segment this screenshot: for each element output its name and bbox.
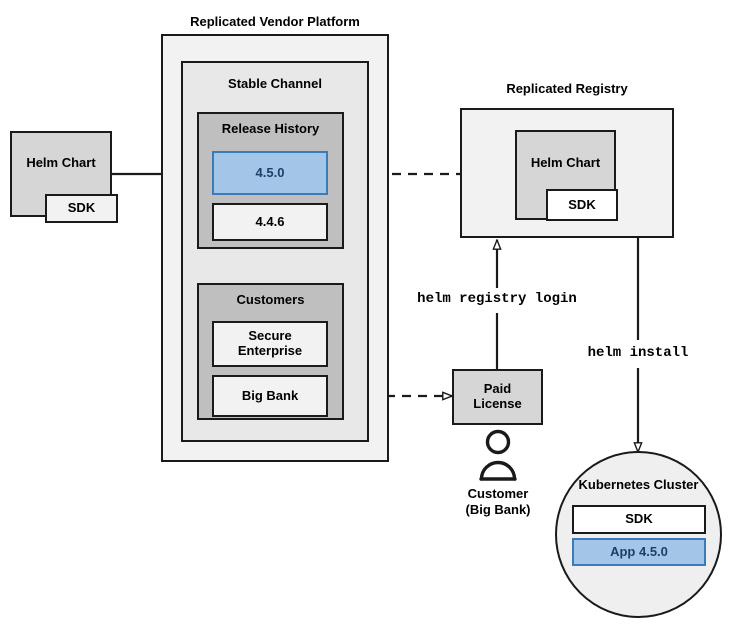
cluster-sdk-box[interactable]: SDK	[572, 505, 706, 534]
paid-license-line2: License	[473, 396, 522, 411]
customer-name-line2: Enterprise	[237, 343, 303, 358]
paid-license-line1: Paid	[483, 381, 512, 397]
release-item-446[interactable]: 4.4.6	[212, 203, 328, 241]
cluster-app-box[interactable]: App 4.5.0	[572, 538, 706, 566]
release-history-label: Release History	[221, 121, 320, 136]
helm-chart-sdk-label: SDK	[67, 200, 96, 216]
release-version-label: 4.5.0	[255, 164, 285, 180]
cluster-sdk-label: SDK	[625, 511, 653, 527]
kubernetes-cluster-title: Kubernetes Cluster	[578, 477, 699, 492]
release-version-label: 4.4.6	[255, 213, 285, 229]
release-item-450[interactable]: 4.5.0	[212, 151, 328, 195]
cluster-app-label: App 4.5.0	[610, 543, 668, 559]
helm-chart-sdk-box: SDK	[45, 194, 118, 223]
registry-sdk-box: SDK	[546, 189, 618, 221]
registry-title: Replicated Registry	[506, 81, 628, 96]
customer-actor-line1: Customer	[467, 486, 529, 501]
registry-sdk-label: SDK	[568, 196, 596, 212]
customer-item-secure-enterprise[interactable]: Secure Enterprise	[212, 321, 328, 367]
stable-channel-label: Stable Channel	[228, 76, 322, 91]
customer-item-big-bank[interactable]: Big Bank	[212, 375, 328, 417]
person-icon	[479, 429, 517, 481]
customer-name-label: Big Bank	[241, 387, 299, 403]
kubernetes-cluster-circle	[555, 451, 722, 618]
vendor-platform-title: Replicated Vendor Platform	[190, 14, 360, 29]
customer-name-line1: Secure	[248, 328, 292, 344]
registry-helm-chart-label: Helm Chart	[530, 154, 601, 170]
helm-chart-label: Helm Chart	[26, 154, 96, 170]
customers-label: Customers	[236, 292, 305, 307]
helm-install-command: helm install	[587, 345, 689, 361]
customer-actor-line2: (Big Bank)	[465, 501, 531, 517]
customer-actor-label: Customer (Big Bank)	[433, 486, 563, 517]
paid-license-box: Paid License	[452, 369, 543, 425]
helm-registry-login-command: helm registry login	[417, 291, 577, 307]
